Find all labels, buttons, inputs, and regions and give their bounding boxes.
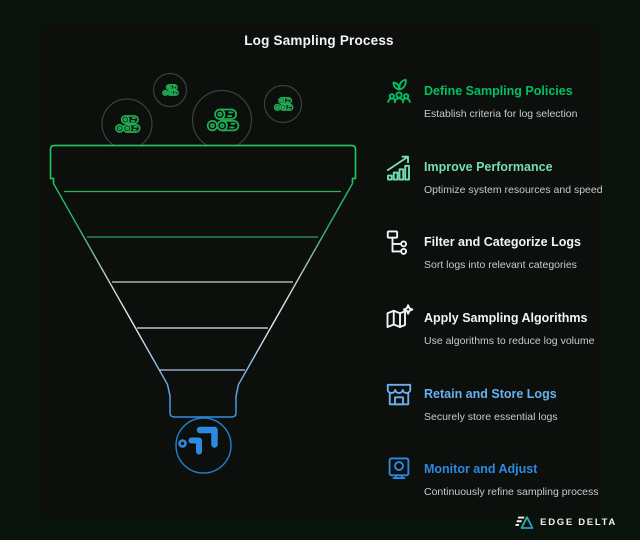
step-title: Improve Performance [424, 159, 553, 174]
step-improve-performance: Improve Performance Optimize system reso… [383, 150, 603, 226]
step-title: Monitor and Adjust [424, 462, 538, 477]
logs-icon [206, 108, 240, 132]
funnel-rim [49, 144, 357, 184]
step-monitor-and-adjust: Monitor and Adjust Continuously refine s… [383, 452, 601, 528]
log-bubble-4 [263, 84, 303, 124]
logs-icon [115, 115, 141, 133]
log-bubble-2 [152, 72, 188, 108]
map-sparkle-icon [383, 301, 415, 335]
footer-brand: EDGE DELTA [515, 513, 617, 531]
step-title: Define Sampling Policies [424, 84, 573, 98]
outlet-circle [175, 417, 232, 474]
step-subtitle: Establish criteria for log selection [424, 108, 578, 120]
step-define-sampling-policies: Define Sampling Policies Establish crite… [383, 74, 601, 150]
logs-icon [273, 97, 294, 111]
step-title: Filter and Categorize Logs [424, 235, 581, 250]
edge-delta-mark-icon [178, 426, 218, 455]
step-subtitle: Sort logs into relevant categories [424, 259, 577, 272]
content-panel [37, 24, 601, 517]
log-bubble-3 [191, 89, 253, 151]
brand-name: EDGE DELTA [540, 516, 617, 528]
monitor-icon [383, 452, 415, 486]
step-apply-sampling-algorithms: Apply Sampling Algorithms Use algorithms… [383, 301, 601, 377]
growth-chart-icon [383, 150, 415, 184]
step-title: Apply Sampling Algorithms [424, 311, 588, 326]
step-subtitle: Optimize system resources and speed [424, 183, 603, 196]
step-title: Retain and Store Logs [424, 386, 557, 401]
log-bubble-1 [101, 98, 153, 150]
step-subtitle: Continuously refine sampling process [424, 486, 599, 499]
funnel-slope-left [52, 183, 169, 385]
team-leaf-icon [383, 74, 415, 108]
storefront-icon [383, 377, 415, 411]
funnel-slope-right [237, 183, 354, 385]
funnel-rim-fill [50, 145, 356, 183]
step-subtitle: Use algorithms to reduce log volume [424, 335, 595, 348]
process-steps: Define Sampling Policies Establish crite… [383, 74, 603, 528]
page-title: Log Sampling Process [244, 33, 394, 48]
step-filter-and-categorize-logs: Filter and Categorize Logs Sort logs int… [383, 225, 601, 301]
logs-icon [162, 84, 179, 96]
funnel-spout [166, 384, 240, 418]
hierarchy-icon [383, 225, 415, 259]
step-subtitle: Securely store essential logs [424, 410, 558, 423]
edge-delta-logo-icon [515, 515, 534, 529]
step-retain-and-store-logs: Retain and Store Logs Securely store ess… [383, 377, 601, 453]
